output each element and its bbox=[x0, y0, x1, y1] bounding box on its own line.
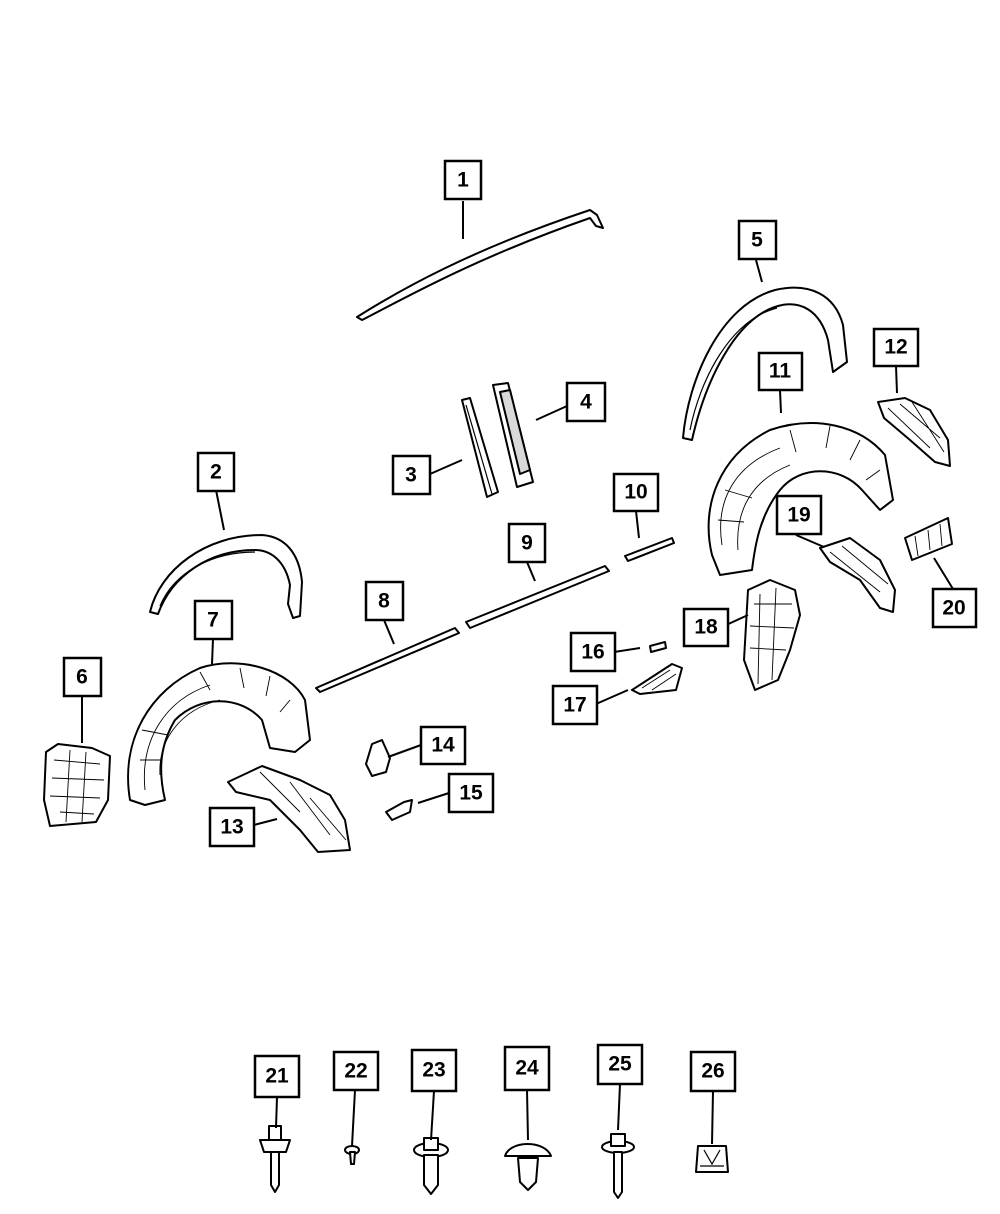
svg-text:1: 1 bbox=[457, 169, 469, 192]
fastener-22-screw bbox=[344, 1145, 360, 1165]
callout-17: 17 bbox=[551, 684, 599, 726]
part-rocker-molding-rear bbox=[624, 537, 675, 562]
part-rear-bracket-19 bbox=[819, 537, 896, 613]
svg-text:16: 16 bbox=[581, 641, 604, 664]
fastener-24-push-pin bbox=[504, 1143, 552, 1191]
svg-text:11: 11 bbox=[769, 360, 792, 383]
svg-text:19: 19 bbox=[787, 504, 810, 527]
svg-text:5: 5 bbox=[751, 229, 763, 252]
part-rocker-molding-front bbox=[315, 627, 460, 693]
fastener-26-nut-clip bbox=[695, 1145, 729, 1173]
callout-10: 10 bbox=[612, 472, 660, 513]
svg-text:22: 22 bbox=[344, 1060, 367, 1083]
callout-26: 26 bbox=[689, 1050, 737, 1093]
callout-13: 13 bbox=[208, 806, 256, 848]
callout-15: 15 bbox=[447, 772, 495, 814]
part-rear-end-cap bbox=[904, 517, 953, 561]
callout-1: 1 bbox=[443, 159, 483, 201]
leader-lines bbox=[81, 201, 954, 1147]
callout-23: 23 bbox=[410, 1048, 458, 1093]
callout-14: 14 bbox=[419, 725, 467, 766]
svg-text:14: 14 bbox=[431, 734, 455, 757]
part-clip-17 bbox=[631, 663, 683, 695]
svg-text:15: 15 bbox=[459, 782, 483, 805]
callout-3: 3 bbox=[391, 454, 432, 496]
part-door-applique-rear bbox=[492, 382, 534, 488]
svg-text:26: 26 bbox=[701, 1060, 724, 1083]
svg-text:7: 7 bbox=[207, 609, 219, 632]
svg-text:21: 21 bbox=[265, 1065, 289, 1088]
callout-9: 9 bbox=[507, 522, 547, 564]
callout-22: 22 bbox=[332, 1050, 380, 1092]
callout-2: 2 bbox=[196, 451, 236, 493]
svg-text:12: 12 bbox=[884, 336, 907, 359]
part-roof-molding bbox=[356, 209, 604, 321]
part-door-applique-front bbox=[461, 397, 499, 498]
callout-20: 20 bbox=[931, 587, 978, 629]
callout-18: 18 bbox=[682, 607, 730, 648]
part-front-lower-shield bbox=[227, 765, 351, 853]
svg-text:23: 23 bbox=[422, 1059, 445, 1082]
callout-7: 7 bbox=[193, 599, 234, 641]
fastener-23-bolt bbox=[413, 1137, 449, 1195]
part-rear-splash-bracket bbox=[877, 397, 951, 467]
callout-8: 8 bbox=[364, 580, 405, 622]
svg-text:18: 18 bbox=[694, 616, 718, 639]
part-front-wheelhouse-liner bbox=[127, 662, 311, 806]
svg-text:24: 24 bbox=[515, 1057, 539, 1080]
part-front-wheel-flare bbox=[149, 534, 303, 619]
callout-6: 6 bbox=[62, 656, 103, 698]
callout-25: 25 bbox=[596, 1043, 644, 1086]
callout-11: 11 bbox=[757, 351, 804, 392]
svg-text:25: 25 bbox=[608, 1053, 632, 1076]
svg-text:10: 10 bbox=[624, 481, 647, 504]
callout-4: 4 bbox=[565, 381, 607, 423]
svg-text:2: 2 bbox=[210, 461, 222, 484]
svg-text:17: 17 bbox=[563, 694, 586, 717]
callout-5: 5 bbox=[737, 219, 778, 261]
fastener-25-bolt bbox=[601, 1133, 635, 1199]
part-bracket-15 bbox=[385, 799, 413, 821]
part-rear-wheel-flare bbox=[682, 286, 848, 441]
part-front-splash-shield bbox=[43, 743, 111, 827]
part-rear-wheelhouse-liner bbox=[707, 422, 894, 576]
svg-text:8: 8 bbox=[378, 590, 390, 613]
callout-21: 21 bbox=[253, 1054, 301, 1099]
part-bracket-14 bbox=[365, 739, 391, 777]
svg-text:13: 13 bbox=[220, 816, 243, 839]
svg-text:20: 20 bbox=[942, 597, 965, 620]
part-rocker-molding-center bbox=[465, 565, 610, 629]
svg-text:9: 9 bbox=[521, 532, 533, 555]
part-clip-16 bbox=[649, 641, 667, 653]
callout-24: 24 bbox=[503, 1045, 551, 1092]
svg-text:4: 4 bbox=[580, 391, 592, 414]
svg-text:3: 3 bbox=[405, 464, 417, 487]
fastener-21-bolt bbox=[259, 1125, 291, 1193]
svg-text:6: 6 bbox=[76, 666, 88, 689]
part-rear-lower-shield bbox=[743, 579, 801, 691]
callout-12: 12 bbox=[872, 327, 920, 368]
callout-19: 19 bbox=[775, 494, 823, 536]
callout-16: 16 bbox=[569, 631, 617, 673]
